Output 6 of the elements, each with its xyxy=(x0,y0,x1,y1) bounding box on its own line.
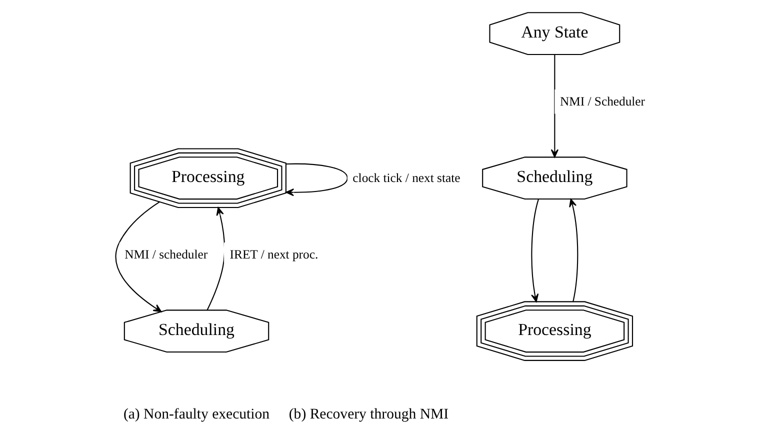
label: (b) Recovery through NMI xyxy=(288,406,449,422)
edge-label: clock tick / next state xyxy=(352,170,460,185)
edge-label: IRET / next proc. xyxy=(230,247,318,262)
edge-label: NMI / scheduler xyxy=(124,247,208,262)
label: (a) Non-faulty execution xyxy=(123,406,270,422)
edge-label: NMI / Scheduler xyxy=(560,94,646,108)
